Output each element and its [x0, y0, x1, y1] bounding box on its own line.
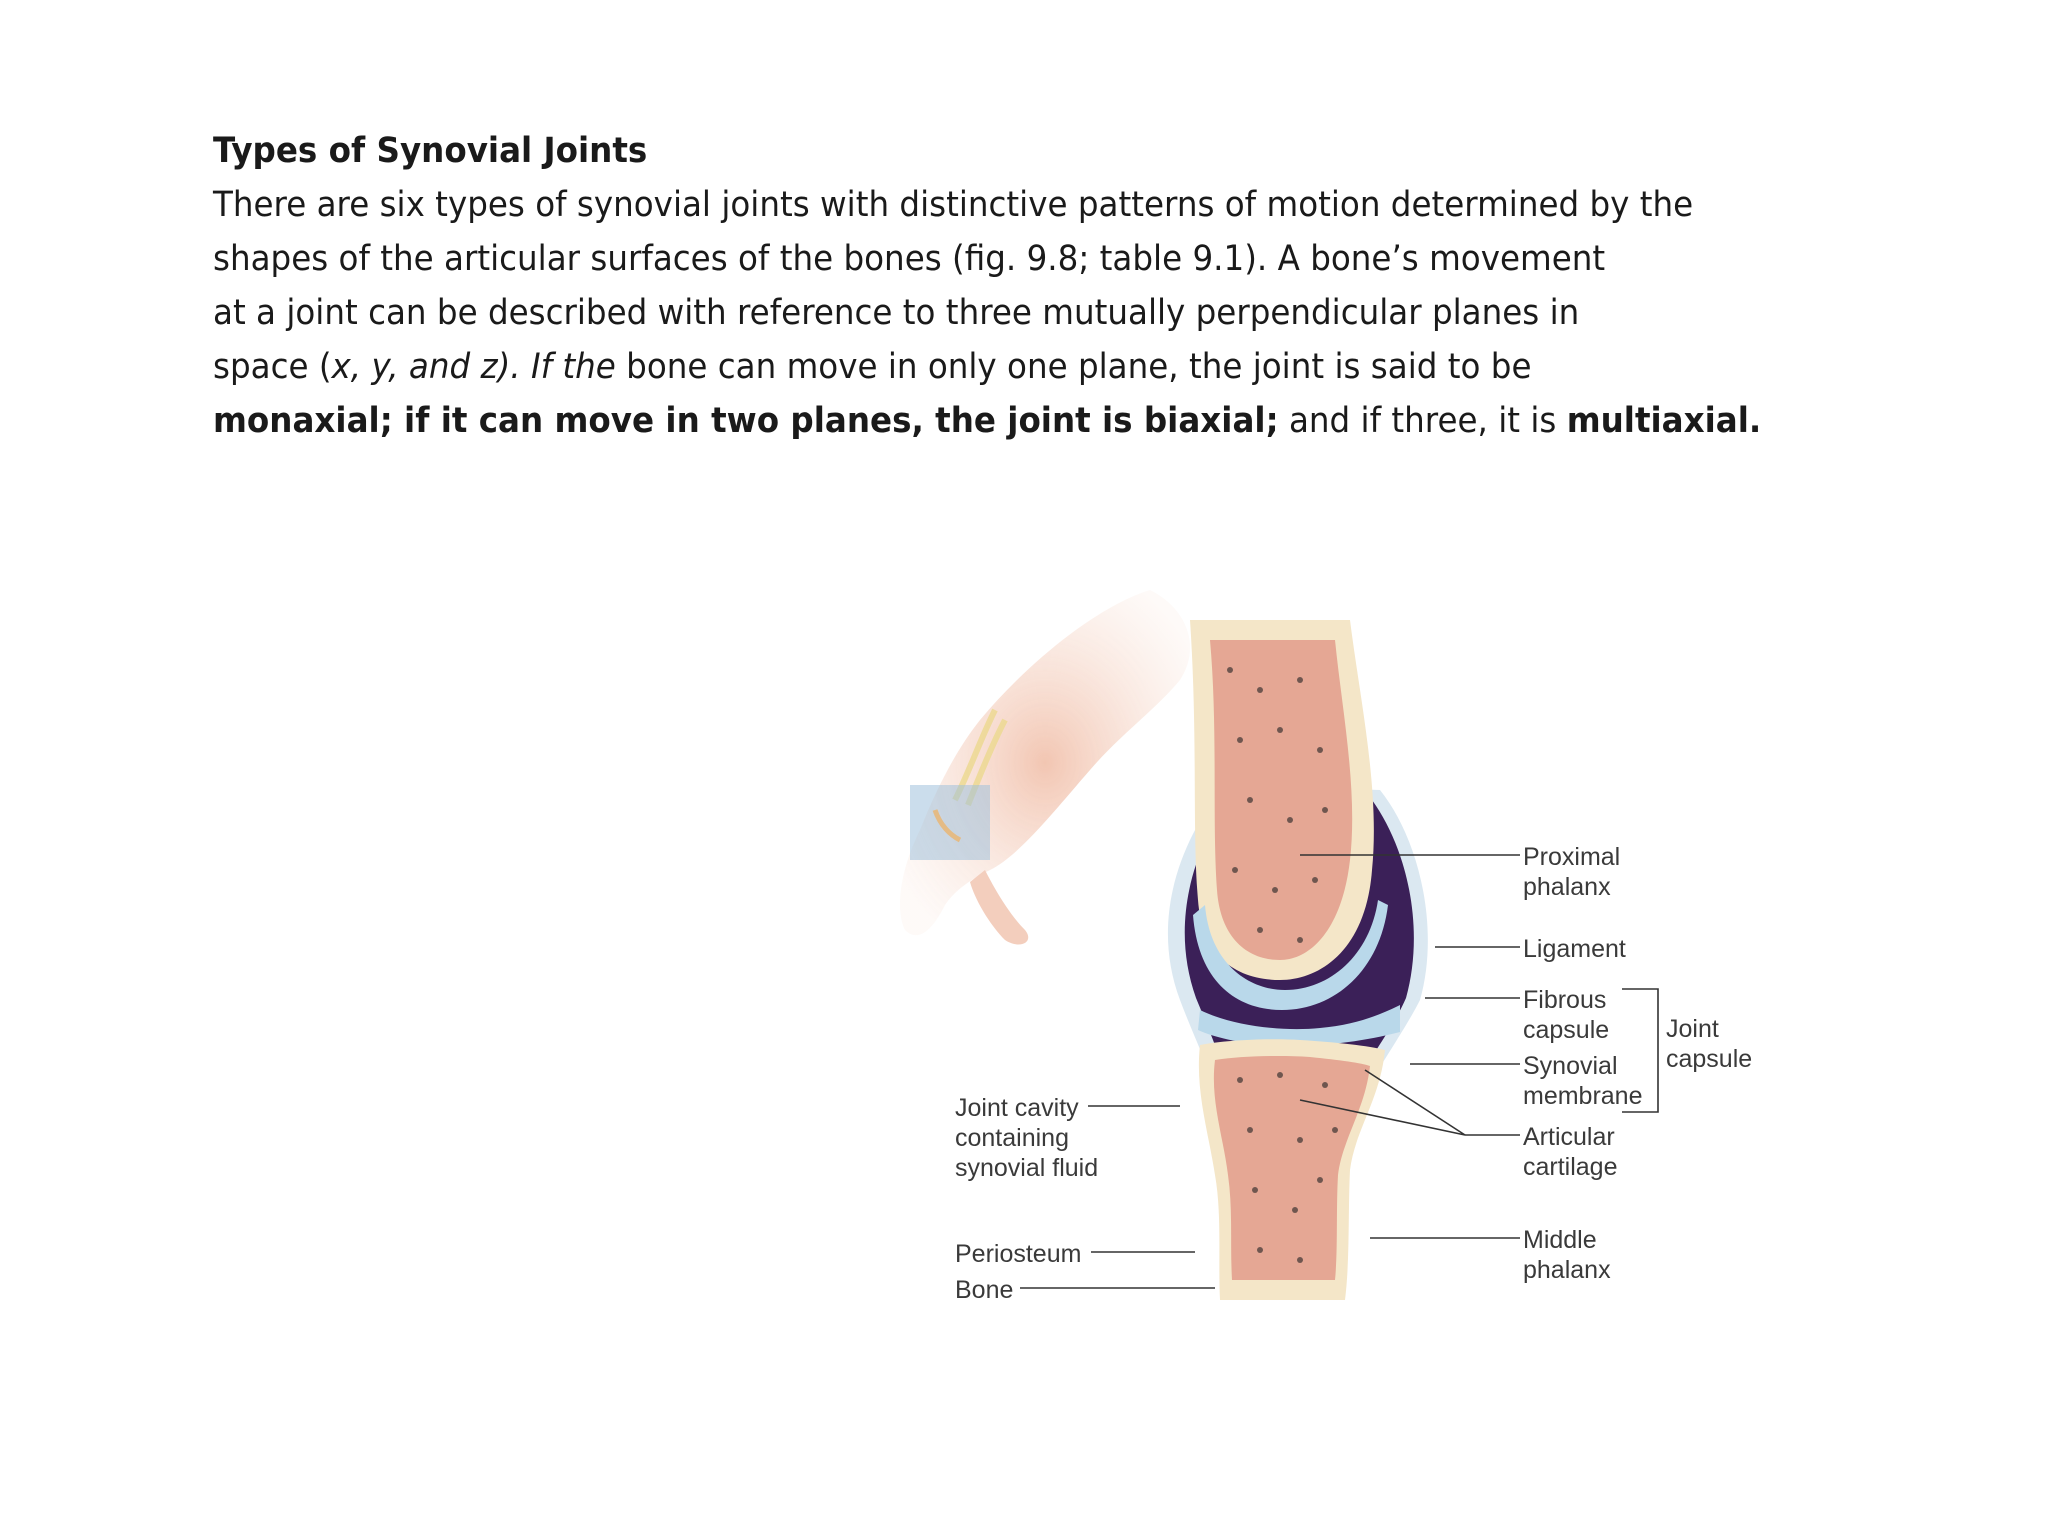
label-periosteum: Periosteum	[955, 1240, 1081, 1268]
articular-cartilage	[1193, 900, 1400, 1046]
label-fibrous-capsule: Fibrous	[1523, 986, 1606, 1014]
label-synovial-membrane: Synovial	[1523, 1052, 1618, 1080]
paragraph-line-5-mid: and if three, it is	[1278, 401, 1567, 441]
paragraph-line-5-bold: monaxial; if it can move in two planes, …	[213, 401, 1279, 441]
label-joint-cavity-2: containing	[955, 1124, 1069, 1152]
paragraph-line-5-bold-2: multiaxial.	[1566, 401, 1762, 441]
hand-illustration	[900, 590, 1190, 945]
label-ligament: Ligament	[1523, 935, 1626, 963]
label-articular-cartilage-2: cartilage	[1523, 1153, 1618, 1181]
label-joint-cavity-3: synovial fluid	[955, 1154, 1098, 1182]
label-bone: Bone	[955, 1276, 1013, 1304]
paragraph-line-4-start: space (	[213, 347, 332, 387]
leader-lines	[1020, 854, 1659, 1289]
label-joint-capsule-2: capsule	[1666, 1045, 1752, 1073]
paragraph-line-4-italic: x, y, and z). If the	[331, 347, 616, 387]
label-proximal-phalanx-2: phalanx	[1523, 873, 1611, 901]
paragraph-line-5: monaxial; if it can move in two planes, …	[213, 394, 1794, 448]
label-joint-capsule: Joint	[1666, 1015, 1719, 1043]
label-middle-phalanx-2: phalanx	[1523, 1256, 1611, 1284]
middle-phalanx	[1198, 1039, 1385, 1300]
heading: Types of Synovial Joints	[213, 131, 648, 171]
synovial-joint-diagram: Proximal phalanx Ligament Fibrous capsul…	[900, 590, 1752, 1304]
proximal-phalanx	[1190, 620, 1374, 980]
paragraph-line-4-end: bone can move in only one plane, the joi…	[615, 347, 1532, 387]
paragraph-line-3: at a joint can be described with referen…	[213, 293, 1580, 333]
label-joint-cavity: Joint cavity	[955, 1094, 1079, 1122]
paragraph-line-2: shapes of the articular surfaces of the …	[213, 239, 1606, 279]
paragraph-line-4: space (x, y, and z). If the bone can mov…	[213, 340, 1794, 394]
synovial-joint-figure: Proximal phalanx Ligament Fibrous capsul…	[880, 570, 1780, 1350]
label-middle-phalanx: Middle	[1523, 1226, 1597, 1254]
paragraph-line-1: There are six types of synovial joints w…	[213, 185, 1694, 225]
label-synovial-membrane-2: membrane	[1523, 1082, 1643, 1110]
label-articular-cartilage: Articular	[1523, 1123, 1615, 1151]
label-fibrous-capsule-2: capsule	[1523, 1016, 1609, 1044]
slide-text: Types of Synovial Joints There are six t…	[213, 124, 1794, 448]
label-proximal-phalanx: Proximal	[1523, 843, 1620, 871]
